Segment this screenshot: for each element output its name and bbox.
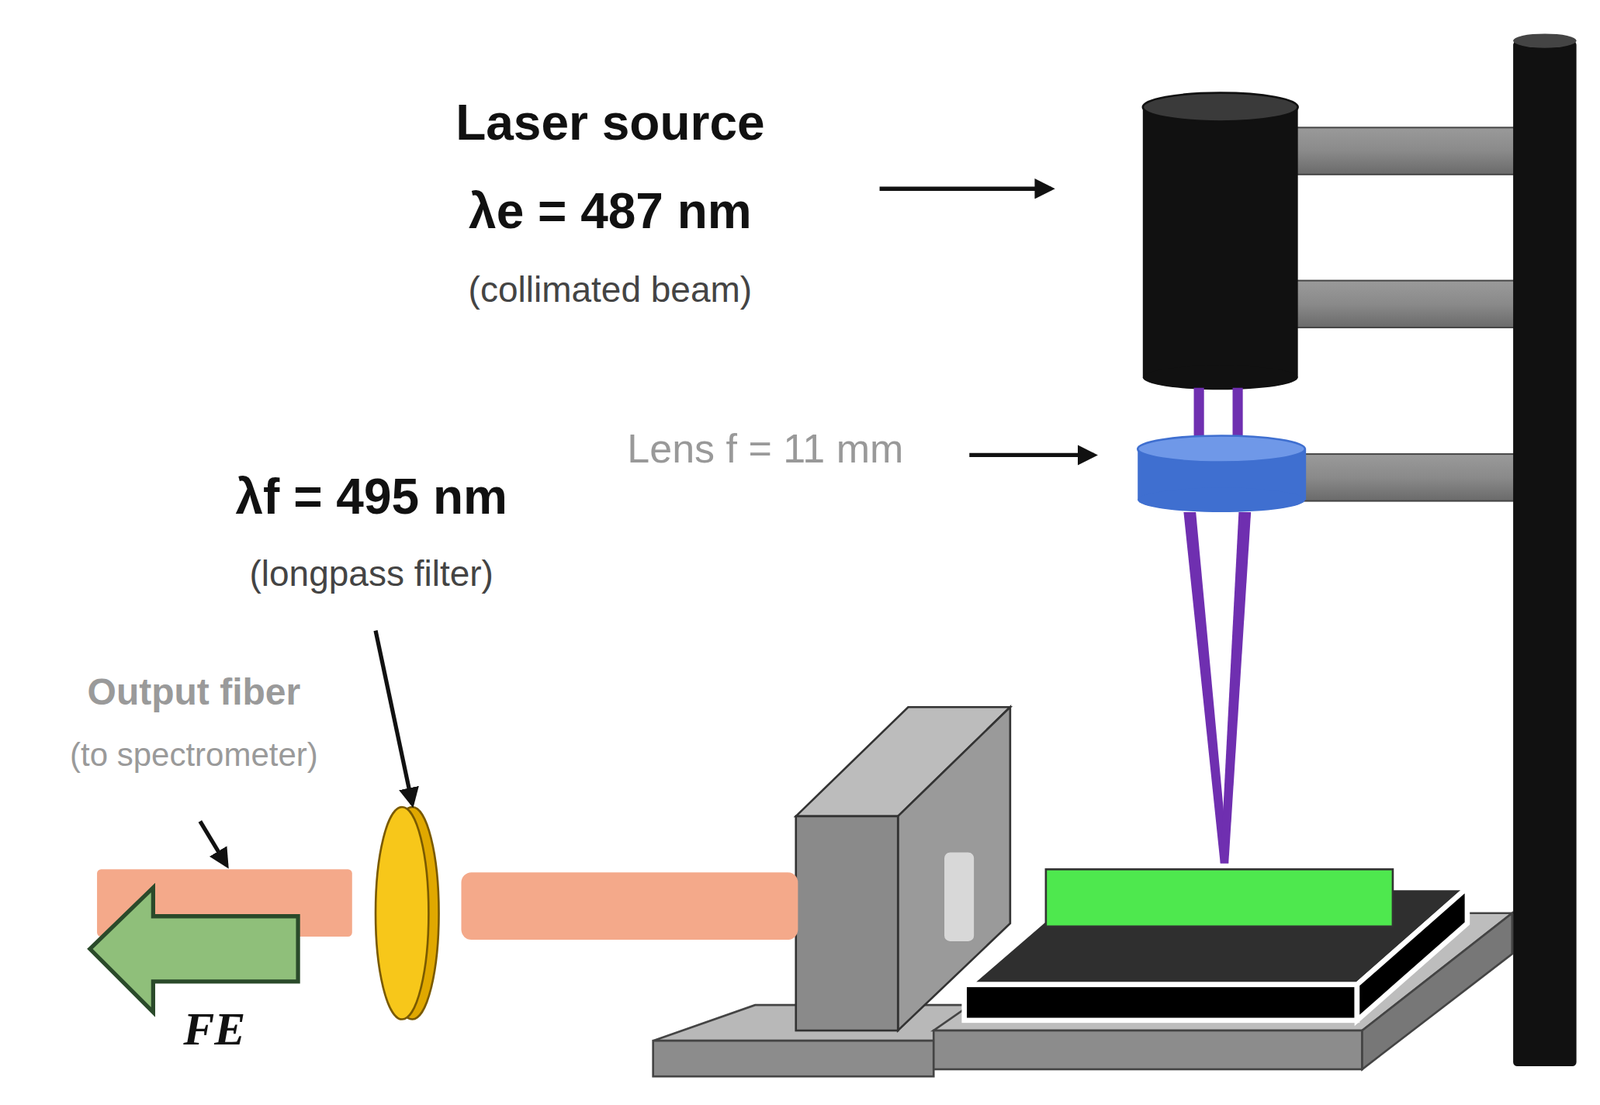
note-label: (longpass filter) — [249, 554, 493, 594]
fiber — [460, 872, 798, 940]
wavelength-label: λe = 487 nm — [468, 183, 752, 239]
longpass-filter — [375, 806, 440, 1019]
leader-arrow — [200, 188, 1095, 866]
laser-source — [1142, 93, 1299, 391]
laser-beam — [1198, 387, 1238, 441]
part-label: Lens f = 11 mm — [626, 426, 904, 471]
collection-box — [796, 706, 1011, 1031]
sample-bar — [1045, 869, 1393, 927]
focused-beam — [1220, 512, 1251, 863]
note-label: (to spectrometer) — [69, 737, 319, 773]
stand — [1295, 33, 1577, 1067]
flux-symbol: FE — [183, 1003, 246, 1055]
part-label: Output fiber — [87, 671, 302, 713]
part-label: Laser source — [455, 95, 765, 150]
wavelength-label: λf = 495 nm — [235, 469, 507, 524]
focused-beam — [1183, 512, 1229, 863]
emission-arrow — [90, 887, 298, 1012]
note-label: (collimated beam) — [468, 270, 753, 310]
lens — [1137, 435, 1306, 513]
